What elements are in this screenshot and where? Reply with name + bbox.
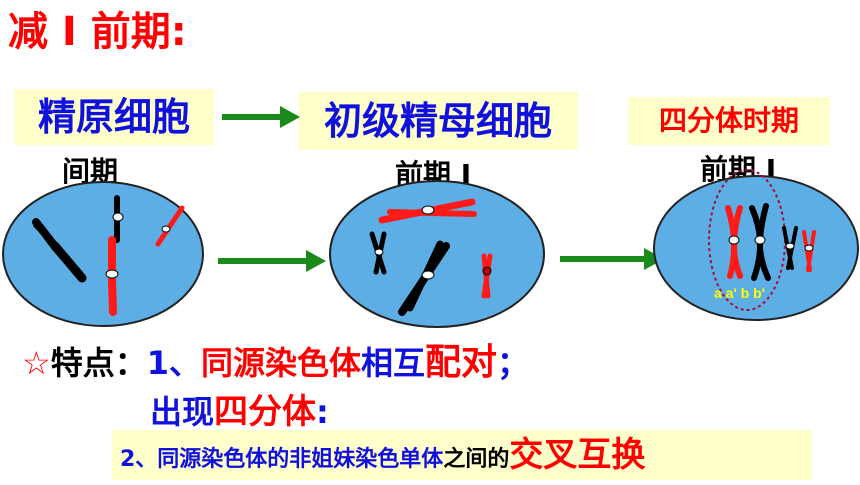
features-label: 特点： <box>50 344 147 382</box>
primary-spermatocyte-box: 初级精母细胞 <box>298 92 578 150</box>
cell-interphase <box>2 181 204 327</box>
feature-1-end: ； <box>497 344 530 382</box>
feature-1-number: 1、 <box>146 344 201 382</box>
arrow-cell2-to-cell3 <box>560 248 664 270</box>
feature-1-mutual: 相互 <box>361 344 426 382</box>
page-title: 减 I 前期: <box>8 9 187 55</box>
arrow-cell1-to-cell2 <box>218 250 326 272</box>
feature-2-tetrad: 四分体 <box>214 392 317 432</box>
cell-prophase-1 <box>329 180 545 328</box>
tetrad-stage-box: 四分体时期 <box>628 97 830 145</box>
features-line-3: 2、同源染色体的非姐妹染色单体之间的交叉互换 <box>112 430 812 480</box>
arrow-top <box>222 106 300 128</box>
feature-2-appear: 出现 <box>150 393 215 431</box>
spermatogonium-box: 精原细胞 <box>14 89 214 145</box>
allele-labels: a a' b b' <box>714 285 765 301</box>
cell-tetrad: a a' b b' <box>653 169 859 321</box>
feature-1-homologous: 同源染色体 <box>200 344 361 382</box>
feature-3-between: 之间的 <box>443 447 510 472</box>
feature-1-pairing: 配对 <box>425 342 498 383</box>
feature-3-crossing-over: 交叉互换 <box>509 435 646 475</box>
star-icon: ☆ <box>22 344 51 382</box>
features-line-1: ☆特点：1、同源染色体相互配对； <box>22 343 529 383</box>
feature-3-chromatids: 2、同源染色体的非姐妹染色单体 <box>120 447 444 472</box>
feature-2-end: : <box>316 393 329 431</box>
features-line-2: 出现四分体: <box>150 392 329 432</box>
